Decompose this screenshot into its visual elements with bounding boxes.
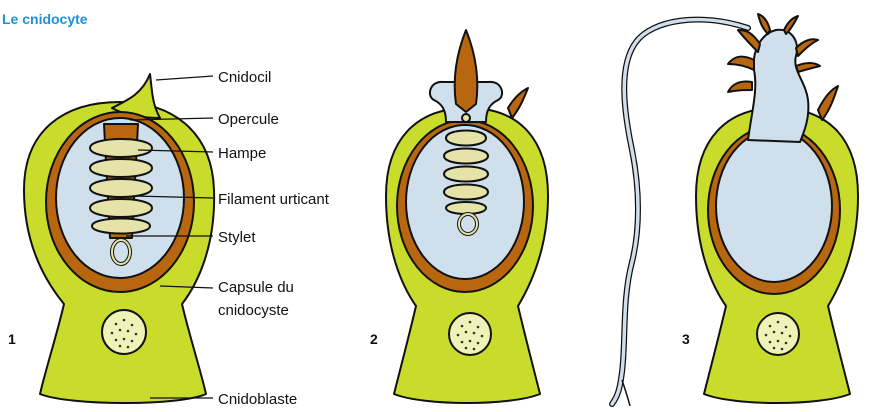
label-cnidoblaste: Cnidoblaste	[218, 391, 297, 408]
diagram-title: Le cnidocyte	[2, 11, 88, 27]
label-cnidocil: Cnidocil	[218, 69, 271, 86]
opercule-3	[818, 86, 838, 120]
nucleus-2	[449, 313, 491, 355]
stage-2-cell	[386, 30, 548, 403]
label-hampe: Hampe	[218, 145, 266, 162]
opercule-2	[508, 88, 528, 118]
stage-number-1: 1	[8, 331, 16, 347]
capsule-fluid-3	[716, 130, 832, 282]
stylet-2	[455, 30, 478, 112]
nucleus-1	[102, 310, 146, 354]
label-capsule-line1: Capsule du	[218, 279, 294, 296]
label-filament-urticant: Filament urticant	[218, 191, 330, 208]
stage-3-cell	[612, 14, 858, 406]
label-opercule: Opercule	[218, 111, 279, 128]
nucleus-3	[757, 313, 799, 355]
label-stylet: Stylet	[218, 229, 256, 246]
stage-number-3: 3	[682, 331, 690, 347]
label-capsule-line2: cnidocyste	[218, 302, 289, 319]
thread-tip-3	[622, 380, 630, 406]
stage-1-cell	[24, 74, 214, 403]
stage-number-2: 2	[370, 331, 378, 347]
